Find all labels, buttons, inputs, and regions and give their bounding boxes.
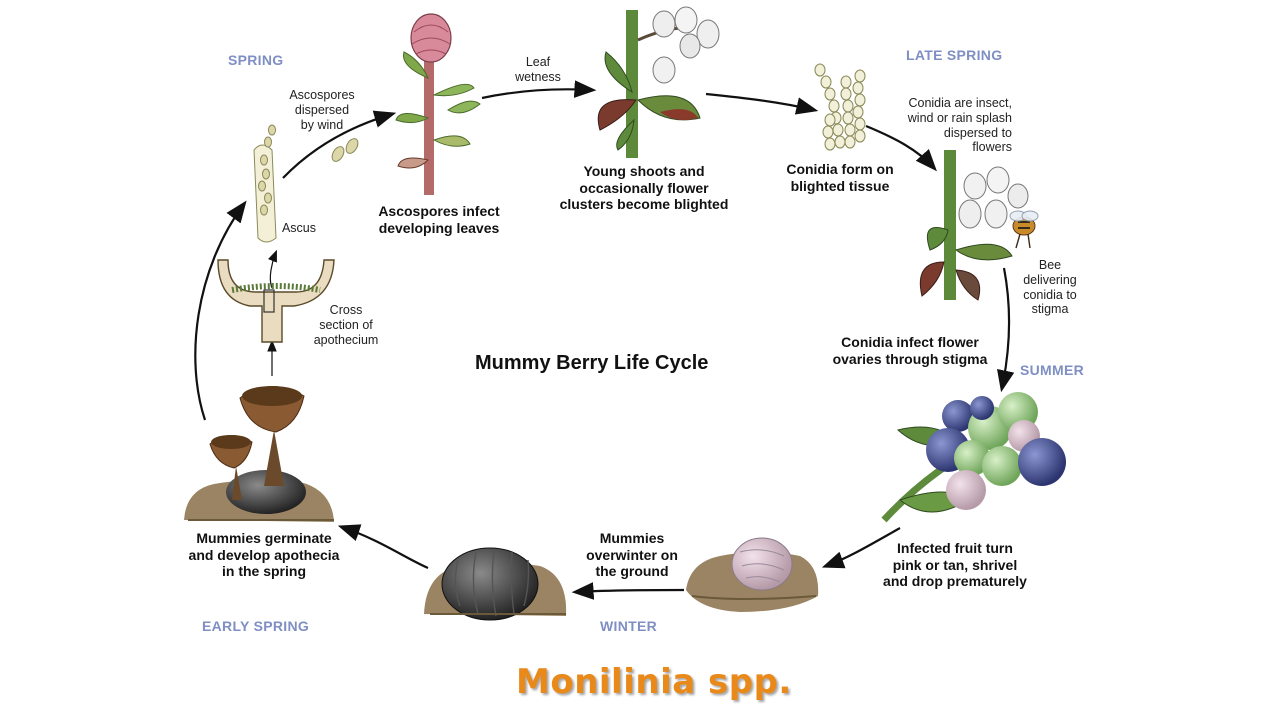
cycle-arrows <box>194 80 1015 600</box>
note-bee-delivering: Bee delivering conidia to stigma <box>1023 258 1077 317</box>
apothecium-cross-section-illustration <box>217 259 335 343</box>
diagram-title: Mummy Berry Life Cycle <box>475 352 709 374</box>
developing-shoot-illustration <box>395 13 481 195</box>
arrow-to-summer <box>997 267 1015 393</box>
winter-mummy-illustration <box>424 547 567 621</box>
caption-mummies-overwinter: Mummies overwinter on the ground <box>586 530 678 580</box>
caption-ascospores-infect: Ascospores infect developing leaves <box>378 203 500 236</box>
season-summer: SUMMER <box>1020 362 1085 378</box>
footer-genus-label: Monilinia spp. <box>516 662 792 702</box>
flower-and-bee-illustration <box>919 150 1039 301</box>
arrow-leaf-wetness <box>481 80 597 100</box>
arrow-to-early-spring <box>337 524 429 570</box>
apothecia-illustration <box>184 386 334 522</box>
caption-conidia-infect: Conidia infect flower ovaries through st… <box>832 334 988 367</box>
ascus-illustration <box>253 124 277 243</box>
airborne-ascospores-illustration <box>331 138 359 162</box>
caption-mummies-germinate: Mummies germinate and develop apothecia … <box>188 530 340 580</box>
arrow-to-spring <box>194 200 247 421</box>
blighted-shoot-illustration <box>597 6 720 158</box>
fallen-berry-illustration <box>686 537 819 612</box>
caption-conidia-form: Conidia form on blighted tissue <box>786 161 894 194</box>
arrow-to-flower <box>865 124 937 172</box>
season-early-spring: EARLY SPRING <box>202 618 310 634</box>
note-leaf-wetness: Leaf wetness <box>515 55 561 84</box>
conidia-chains-illustration <box>814 63 866 151</box>
season-late-spring: LATE SPRING <box>906 47 1003 63</box>
season-winter: WINTER <box>600 618 658 634</box>
note-ascus: Ascus <box>281 221 317 235</box>
season-spring: SPRING <box>228 52 284 68</box>
caption-young-shoots: Young shoots and occasionally flower clu… <box>559 163 729 213</box>
note-conidia-dispersed: Conidia are insect, wind or rain splash … <box>907 96 1012 155</box>
caption-infected-fruit: Infected fruit turn pink or tan, shrivel… <box>883 540 1027 590</box>
arrow-ascospores-to-shoot <box>282 110 397 179</box>
arrow-ascus-up <box>267 249 277 289</box>
note-cross-section: Cross section of apothecium <box>313 303 379 347</box>
arrow-to-fallen-fruit <box>821 527 901 569</box>
note-ascospores-dispersed: Ascospores dispersed by wind <box>289 88 355 132</box>
arrow-to-conidia <box>705 92 819 115</box>
arrow-to-winter-mummy <box>571 582 685 600</box>
infected-berries-illustration <box>881 392 1066 523</box>
